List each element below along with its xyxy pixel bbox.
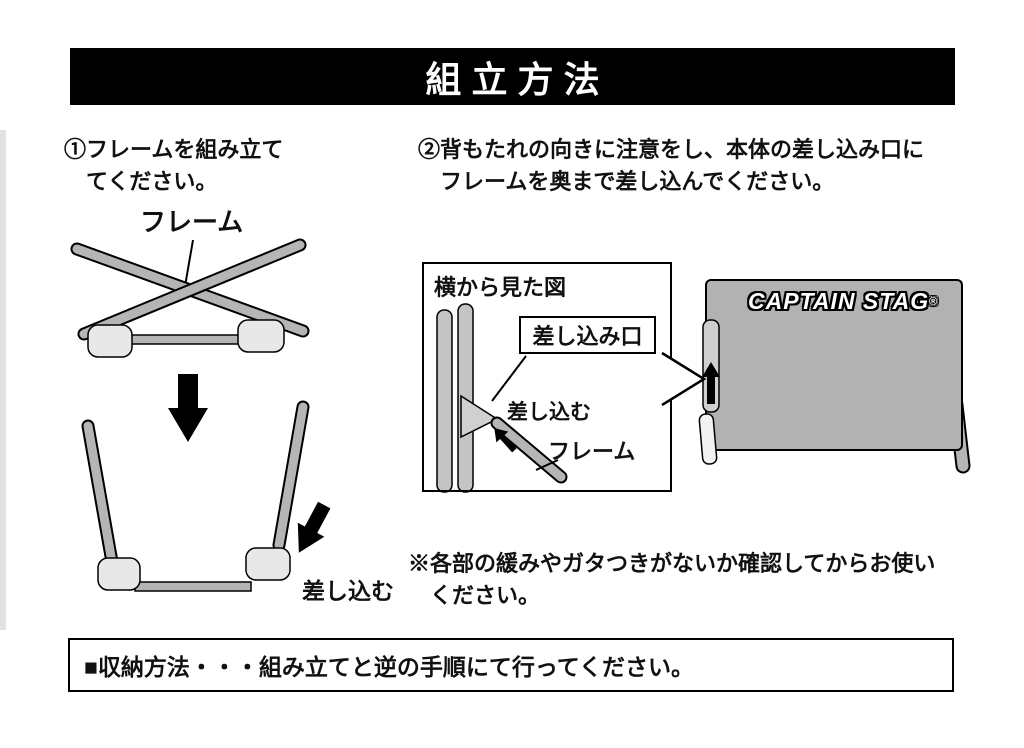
- slot-label-box: 差し込み口: [519, 316, 656, 354]
- frame-label-side-view: フレーム: [548, 439, 636, 464]
- step2-line1: ②背もたれの向きに注意をし、本体の差し込み口に: [418, 137, 925, 162]
- insert-arrow-small-icon: [494, 428, 517, 453]
- scan-artifact: [0, 130, 6, 630]
- chair-back-illustration: [698, 279, 971, 474]
- folded-frame-illustration: [70, 238, 310, 358]
- opened-frame-illustration: [81, 400, 331, 592]
- caution-note: ※各部の緩みやガタつきがないか確認してからお使い ください。: [408, 548, 935, 612]
- note-line2: ください。: [430, 582, 541, 608]
- slot-label: 差し込み口: [532, 324, 643, 349]
- note-line1: ※各部の緩みやガタつきがないか確認してからお使い: [408, 551, 936, 576]
- up-arrow-icon: [702, 362, 720, 404]
- frame-callout-label: フレーム: [140, 207, 244, 237]
- step1-text: ①フレームを組み立て てください。: [64, 134, 283, 198]
- step1-line1: ①フレームを組み立て: [64, 137, 284, 162]
- title-banner: 組立方法: [70, 48, 955, 105]
- storage-instruction-box: ■収納方法・・・組み立てと逆の手順にて行ってください。: [68, 638, 954, 692]
- brand-text: CAPTAIN STAG: [748, 288, 930, 314]
- brand-logo: CAPTAIN STAG®: [748, 288, 958, 315]
- insert-label-side-view: 差し込む: [507, 401, 591, 424]
- page-title: 組立方法: [425, 58, 610, 100]
- step2-line2: フレームを奥まで差し込んでください。: [440, 168, 835, 194]
- insert-arrow-icon: [297, 501, 331, 553]
- step1-line2: てください。: [86, 168, 218, 194]
- down-arrow-icon: [168, 374, 208, 442]
- storage-text: ■収納方法・・・組み立てと逆の手順にて行ってください。: [84, 654, 695, 680]
- side-view-title: 横から見た図: [434, 275, 567, 300]
- step2-text: ②背もたれの向きに注意をし、本体の差し込み口に フレームを奥まで差し込んでくださ…: [418, 134, 924, 198]
- side-view-illustration: [436, 303, 568, 493]
- insert-label: 差し込む: [302, 578, 394, 604]
- callout-tail: [661, 351, 707, 407]
- registered-mark: ®: [929, 296, 939, 308]
